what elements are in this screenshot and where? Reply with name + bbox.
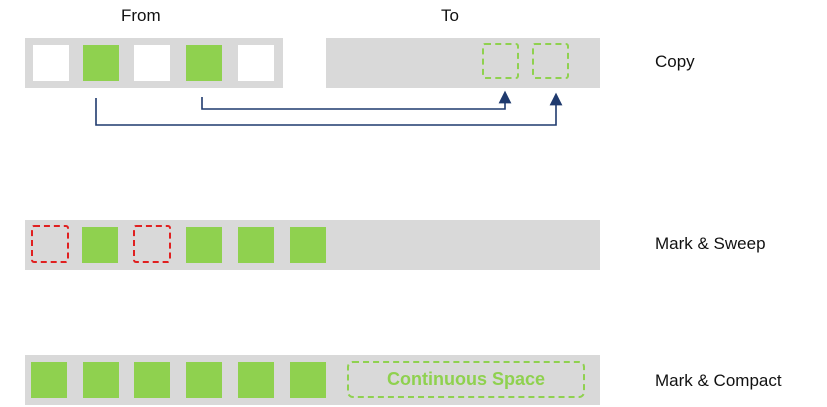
sweep-cell-3-garbage [133, 225, 171, 263]
sweep-cell-5-live-object [238, 227, 274, 263]
compact-cell-1-live-object [31, 362, 67, 398]
compact-cell-2-live-object [83, 362, 119, 398]
to-space-region [326, 38, 600, 88]
sweep-cell-1-garbage [31, 225, 69, 263]
from-cell-5-empty [238, 45, 274, 81]
from-cell-4-live-object [186, 45, 222, 81]
to-header: To [441, 6, 459, 25]
sweep-cell-6-live-object [290, 227, 326, 263]
to-cell-2-copied-object [532, 43, 569, 79]
to-cell-1-copied-object [482, 43, 519, 79]
from-cell-3-empty [134, 45, 170, 81]
sweep-cell-2-live-object [82, 227, 118, 263]
compact-cell-4-live-object [186, 362, 222, 398]
from-header: From [121, 6, 161, 25]
compact-cell-3-live-object [134, 362, 170, 398]
from-cell-1-empty [33, 45, 69, 81]
copy-arrow-1 [95, 92, 563, 126]
copy-label: Copy [655, 52, 695, 71]
compact-cell-6-live-object [290, 362, 326, 398]
compact-cell-5-live-object [238, 362, 274, 398]
continuous-space: Continuous Space [347, 361, 585, 398]
mark-compact-label: Mark & Compact [655, 371, 782, 390]
from-cell-2-live-object [83, 45, 119, 81]
copy-arrow-2 [201, 90, 512, 110]
sweep-cell-4-live-object [186, 227, 222, 263]
mark-sweep-label: Mark & Sweep [655, 234, 766, 253]
